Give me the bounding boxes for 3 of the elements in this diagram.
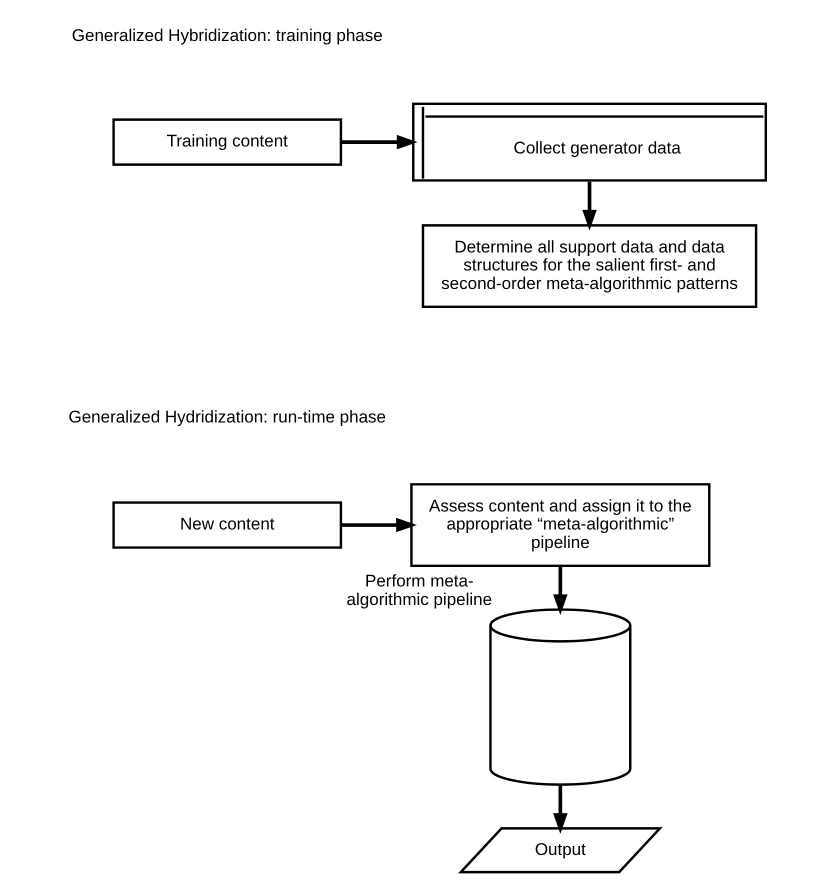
label: Generalized Hydridization: run-time phase <box>68 407 386 426</box>
node-label: Perform meta-algorithmic pipeline <box>346 571 492 608</box>
label: Generalized Hybridization: training phase <box>71 25 382 44</box>
